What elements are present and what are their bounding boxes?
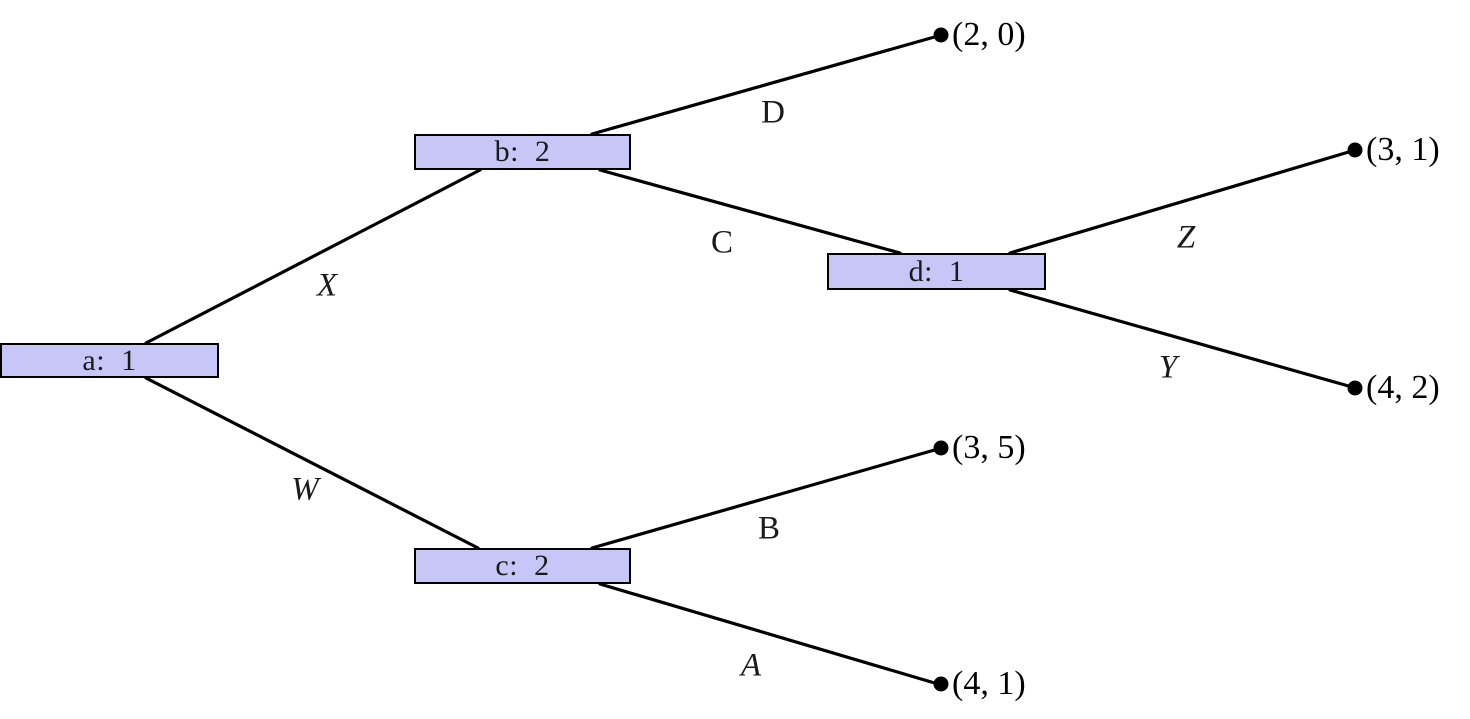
decision-node-b[interactable]: b: 2 (414, 134, 631, 170)
edge-label-y: Y (1158, 349, 1178, 386)
terminal-payoff-t2: (3, 1) (1366, 131, 1440, 168)
terminal-dot-t4 (933, 440, 949, 456)
terminal-payoff-t1: (2, 0) (952, 16, 1026, 53)
terminal-dot-t1 (933, 27, 949, 43)
terminal-dot-t3 (1347, 380, 1363, 396)
terminal-payoff-t4: (3, 5) (952, 429, 1026, 466)
tree-edge-x (144, 168, 482, 345)
terminal-payoff-t5: (4, 1) (952, 665, 1026, 702)
edge-label-d: D (761, 94, 785, 131)
decision-node-c[interactable]: c: 2 (414, 548, 631, 584)
edge-label-a: A (740, 647, 762, 684)
decision-node-a[interactable]: a: 1 (0, 343, 219, 378)
edge-label-z: Z (1176, 219, 1196, 256)
tree-edge-w (144, 376, 480, 550)
terminal-dot-t2 (1347, 142, 1363, 158)
edge-label-b: B (757, 510, 781, 547)
tree-edge-y (1008, 288, 1354, 389)
terminal-dots-group (933, 27, 1363, 692)
tree-edge-a (598, 582, 940, 686)
terminal-payoff-t3: (4, 2) (1366, 369, 1440, 406)
edge-label-c: C (710, 224, 734, 261)
tree-edge-b (590, 447, 940, 550)
tree-edge-d (590, 34, 940, 136)
tree-edge-z (1008, 149, 1354, 255)
edge-label-x: X (316, 267, 338, 304)
tree-edge-c (598, 168, 902, 255)
terminal-dot-t5 (933, 676, 949, 692)
edges-group (144, 34, 1354, 686)
edge-label-w: W (291, 471, 319, 508)
decision-node-d[interactable]: d: 1 (827, 253, 1046, 290)
